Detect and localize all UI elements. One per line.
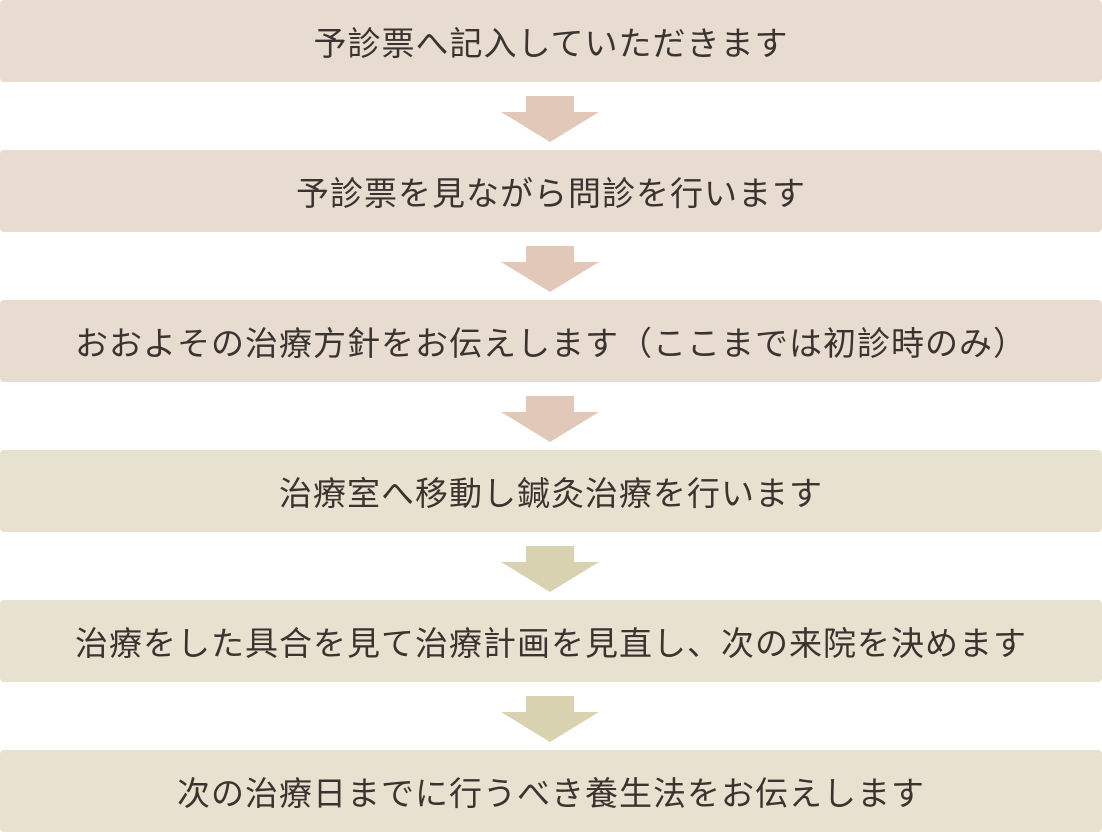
down-arrow-icon [501, 696, 599, 742]
step-4-box: 治療室へ移動し鍼灸治療を行います [0, 450, 1102, 532]
step-1-box: 予診票へ記入していただきます [0, 0, 1102, 82]
step-1-label: 予診票へ記入していただきます [313, 24, 789, 63]
step-3-box: おおよその治療方針をお伝えします（ここまでは初診時のみ） [0, 300, 1102, 382]
down-arrow-icon [501, 546, 599, 592]
step-6-box: 次の治療日までに行うべき養生法をお伝えします [0, 750, 1102, 832]
step-2-box: 予診票を見ながら問診を行います [0, 150, 1102, 232]
step-6-label: 次の治療日までに行うべき養生法をお伝えします [177, 774, 925, 813]
step-4-label: 治療室へ移動し鍼灸治療を行います [279, 474, 823, 513]
down-arrow-icon [501, 96, 599, 142]
step-3-label: おおよその治療方針をお伝えします（ここまでは初診時のみ） [75, 324, 1027, 363]
step-2-label: 予診票を見ながら問診を行います [296, 174, 806, 213]
down-arrow-icon [501, 246, 599, 292]
step-5-label: 治療をした具合を見て治療計画を見直し、次の来院を決めます [75, 624, 1027, 663]
down-arrow-icon [501, 396, 599, 442]
step-5-box: 治療をした具合を見て治療計画を見直し、次の来院を決めます [0, 600, 1102, 682]
